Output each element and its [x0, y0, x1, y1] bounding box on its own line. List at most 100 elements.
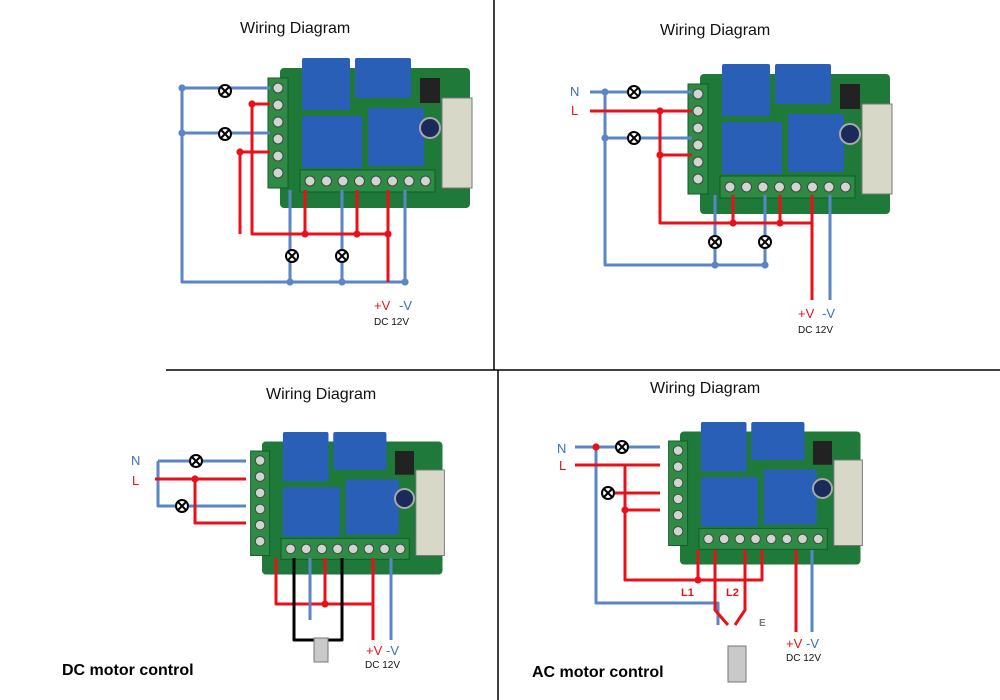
earth-label: E	[759, 618, 766, 629]
live-wire	[733, 550, 747, 626]
lamp-icon	[218, 127, 232, 141]
bottom-terminal-screw	[734, 533, 746, 545]
lamp-icon	[189, 454, 203, 468]
minus-v-label-top-left: -V	[399, 298, 412, 313]
neutral-label-bottom-left: N	[131, 453, 141, 468]
left-terminal-screw	[692, 105, 704, 117]
title-top-right: Wiring Diagram	[660, 22, 771, 39]
junction-dot	[248, 100, 256, 108]
bottom-terminal-screw	[285, 543, 296, 555]
plus-v-label-bottom-right: +V	[786, 636, 803, 651]
neutral-label-top-right: N	[570, 84, 580, 99]
line-label-top-right: L	[571, 103, 579, 118]
junction-dot	[286, 278, 294, 286]
lamp-icon	[285, 249, 299, 263]
junction-dot	[338, 278, 346, 286]
bottom-terminal-screw	[300, 543, 312, 555]
live-wire	[623, 510, 764, 582]
ic-chip	[420, 78, 440, 103]
left-terminal-screw	[254, 503, 266, 515]
rf-module	[415, 469, 445, 556]
live-wire	[193, 479, 246, 525]
left-terminal-screw	[672, 509, 684, 521]
minus-v-label-top-right: -V	[822, 306, 835, 321]
motor-wire	[326, 558, 344, 642]
relay	[722, 122, 782, 174]
junction-dot	[761, 261, 769, 269]
junction-dot	[656, 107, 664, 115]
live-wire	[713, 550, 730, 626]
rf-module	[441, 97, 473, 189]
junction-dot	[236, 148, 244, 156]
bottom-terminal-screw	[387, 175, 398, 187]
dc-motor-icon	[313, 637, 329, 663]
lamp-cross	[220, 129, 230, 139]
lamp-cross	[629, 133, 639, 143]
lamp-icon	[335, 249, 349, 263]
title-bottom-right: Wiring Diagram	[650, 380, 761, 397]
bottom-terminal-block	[280, 537, 410, 560]
motor-wire	[292, 558, 318, 642]
title-bottom-left: Wiring Diagram	[266, 386, 377, 403]
left-terminal-screw	[272, 82, 284, 94]
bottom-terminal-screw	[741, 181, 752, 193]
left-terminal-screw	[692, 156, 704, 168]
bottom-terminal-screw	[354, 175, 365, 187]
lamp-icon	[708, 235, 722, 249]
lamp-icon	[758, 235, 772, 249]
title-top-left: Wiring Diagram	[240, 20, 351, 37]
bottom-terminal-screw	[332, 543, 343, 555]
relay	[722, 64, 770, 116]
minus-v-label-bottom-left: -V	[386, 643, 399, 658]
relay	[333, 432, 387, 470]
relay	[700, 422, 747, 472]
left-terminal-screw	[254, 487, 266, 499]
bottom-terminal-screw	[347, 543, 359, 555]
lamp-icon	[601, 486, 615, 500]
left-terminal-screw	[272, 99, 284, 111]
junction-dot	[178, 84, 186, 92]
live-wire	[623, 465, 660, 512]
l2-label: L2	[726, 587, 739, 599]
capacitor	[419, 117, 441, 139]
lamp-icon	[218, 84, 232, 98]
left-terminal-screw	[692, 122, 704, 134]
relay	[345, 479, 399, 535]
bottom-terminal-screw	[718, 533, 730, 545]
lamp-cross	[177, 501, 187, 511]
relay-board	[687, 64, 893, 214]
bottom-terminal-screw	[807, 181, 818, 193]
relay	[775, 64, 831, 104]
bottom-terminal-screw	[363, 543, 375, 555]
bottom-terminal-screw	[790, 181, 802, 193]
minus-v-label-bottom-right: -V	[806, 636, 819, 651]
junction-dot	[191, 475, 199, 483]
left-terminal-screw	[272, 133, 284, 145]
neutral-wire	[156, 461, 246, 508]
bottom-terminal-screw	[774, 181, 785, 193]
lamp-cross	[191, 456, 201, 466]
rf-module	[833, 459, 863, 546]
l1-label: L1	[681, 587, 694, 599]
lamp-cross	[220, 86, 230, 96]
relay	[302, 116, 362, 168]
bottom-terminal-screw	[395, 543, 406, 555]
supply-label-top-right: DC 12V	[798, 325, 834, 336]
bottom-terminal-screw	[370, 175, 382, 187]
relay	[282, 432, 329, 482]
lamp-icon	[627, 131, 641, 145]
left-terminal-screw	[272, 167, 284, 179]
junction-dot	[621, 506, 629, 514]
left-terminal-screw	[672, 477, 684, 489]
junction-dot	[601, 134, 609, 142]
relay	[763, 469, 817, 525]
left-terminal-screw	[254, 455, 266, 466]
lamp-cross	[337, 251, 347, 261]
plus-v-label-bottom-left: +V	[366, 643, 383, 658]
ic-chip	[813, 441, 832, 465]
junction-dot	[301, 230, 309, 238]
live-wire	[238, 150, 270, 234]
caption-ac-motor-control: AC motor control	[532, 664, 664, 681]
left-terminal-screw	[272, 150, 284, 162]
